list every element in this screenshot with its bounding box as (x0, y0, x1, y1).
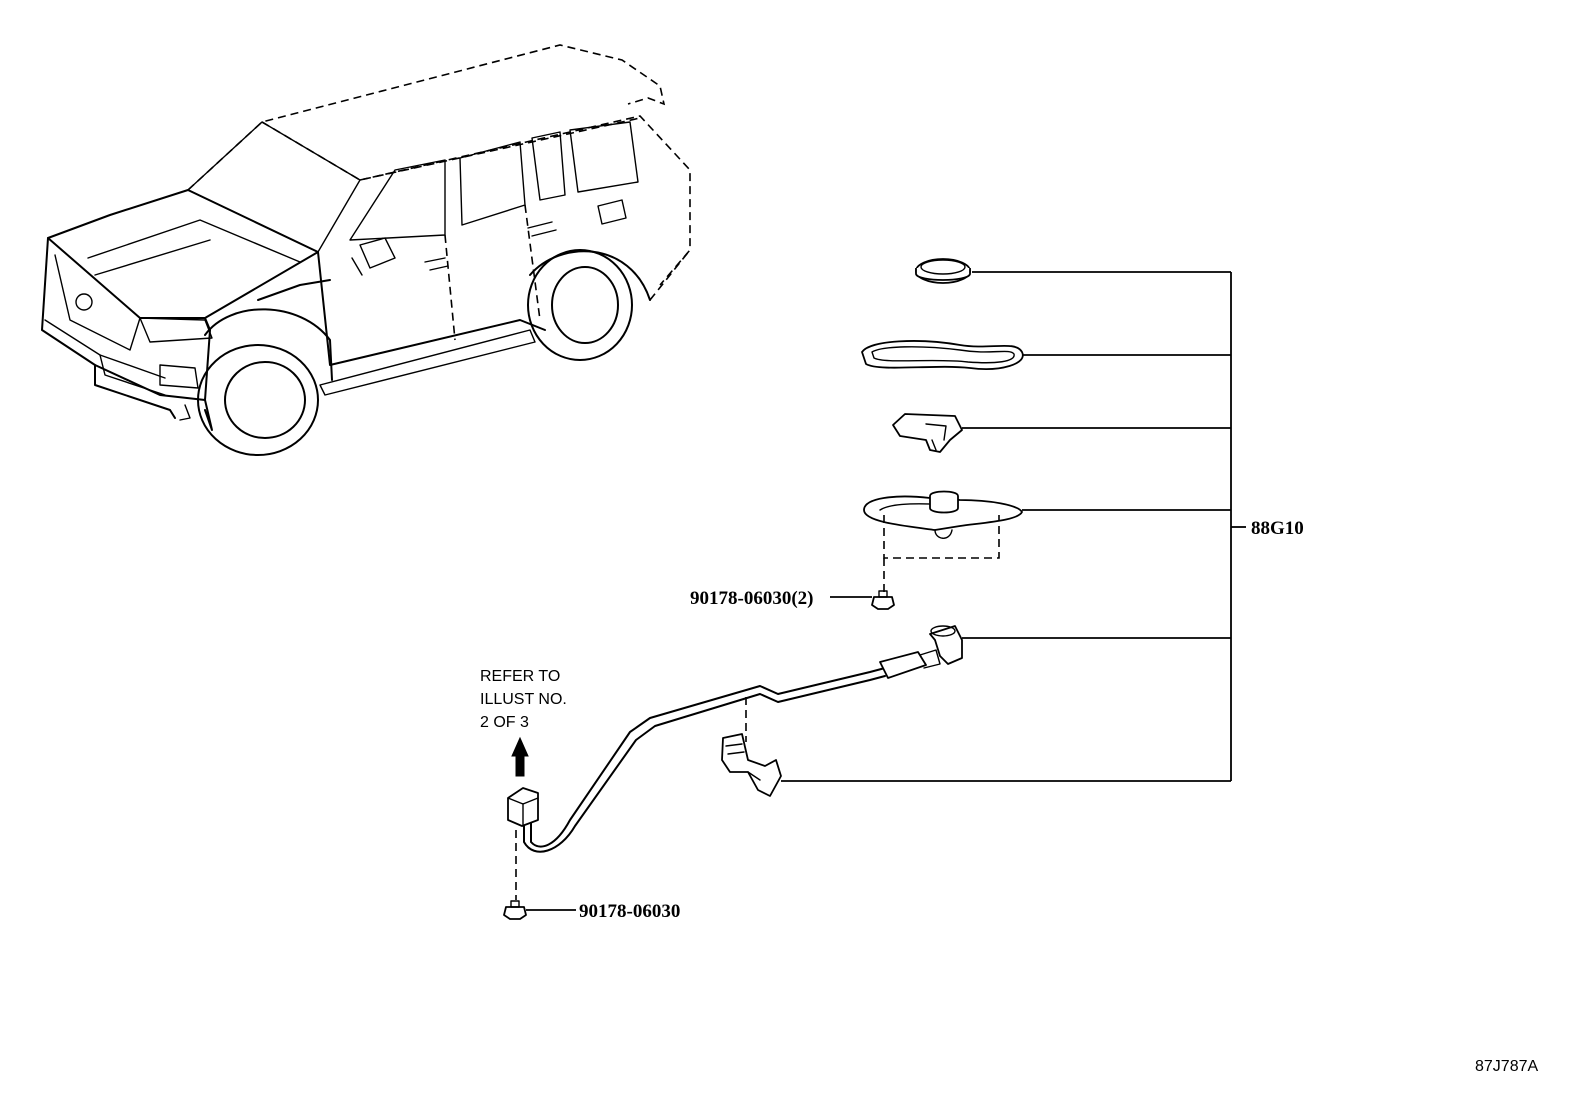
leader-lines (526, 271, 1246, 911)
part-number-88g10: 88G10 (1251, 518, 1304, 539)
refer-arrow-icon (511, 736, 529, 777)
clip-part (892, 413, 963, 453)
refer-note-line-2: ILLUST NO. (480, 691, 567, 708)
vehicle-illustration (41, 44, 691, 456)
refer-note-line-3: 2 OF 3 (480, 714, 529, 731)
refer-note-line-1: REFER TO (480, 668, 560, 685)
illustration-code: 87J787A (1475, 1058, 1538, 1075)
bolt-upper (871, 590, 895, 610)
connector-part (721, 733, 782, 797)
part-number-bolt: 90178-06030 (579, 901, 680, 922)
gasket-part (861, 340, 1024, 370)
bolt-lower (503, 900, 527, 920)
antenna-base-part (863, 490, 1023, 539)
antenna-cap-part (915, 258, 971, 284)
part-number-bolt-qty: 90178-06030(2) (690, 588, 813, 609)
antenna-cable-assembly (507, 625, 963, 853)
